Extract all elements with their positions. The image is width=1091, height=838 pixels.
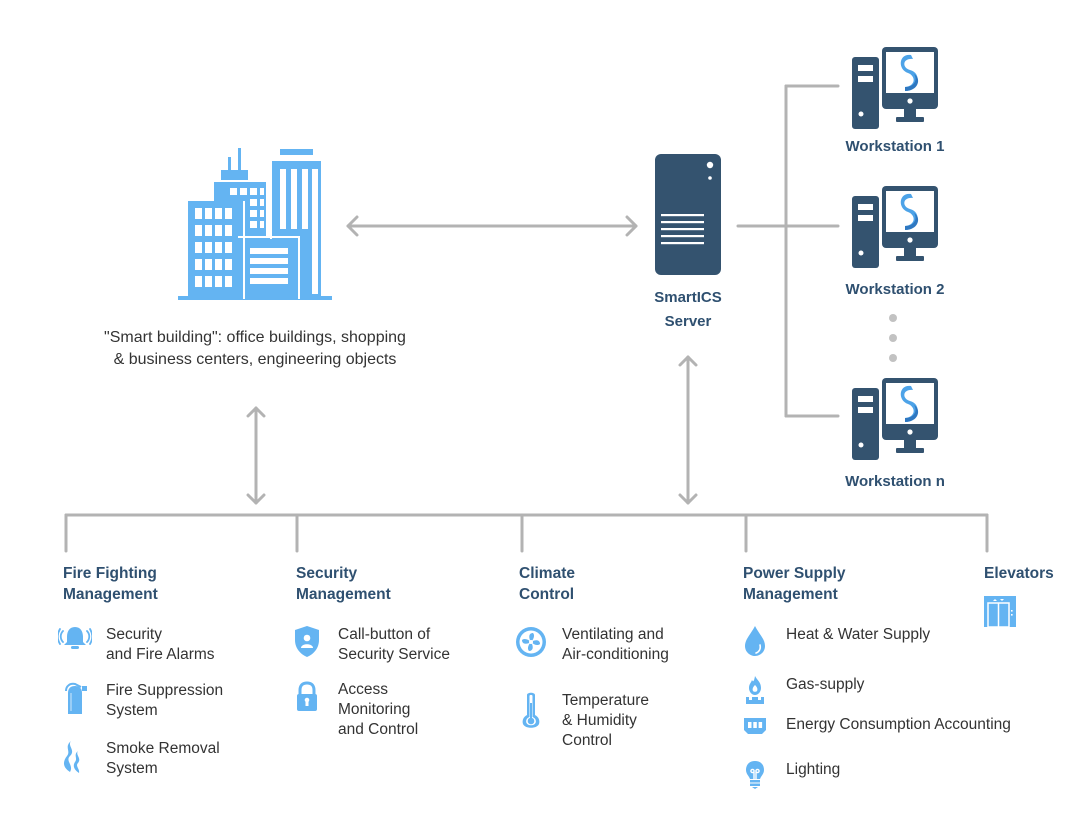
category-title-line2: Management <box>63 586 158 603</box>
workstation-1-label: Workstation 1 <box>845 138 945 155</box>
item-energy-consumption[interactable]: Energy Consumption Accounting <box>738 715 1011 749</box>
category-title-line2: Management <box>296 586 391 603</box>
elevator-icon[interactable] <box>984 596 1016 628</box>
item-heat-water-supply[interactable]: Heat & Water Supply <box>738 625 930 659</box>
water-drop-icon <box>738 625 772 659</box>
arrowhead-down <box>678 493 698 505</box>
category-title-line1: Power Supply <box>743 565 846 582</box>
item-label: Smoke Removal System <box>106 740 220 777</box>
item-label: Energy Consumption Accounting <box>786 716 1011 733</box>
item-access-control[interactable]: Access Monitoring and Control <box>290 680 418 740</box>
arrowhead-left <box>346 215 359 237</box>
item-fire-suppression[interactable]: Fire Suppression System <box>58 681 223 721</box>
item-label: Ventilating and Air-conditioning <box>562 626 669 663</box>
fire-extinguisher-icon <box>58 681 92 715</box>
item-label: Heat & Water Supply <box>786 626 931 643</box>
category-climate-title: Climate Control <box>519 563 575 605</box>
building-caption-line2: & business centers, engineering objects <box>113 351 397 368</box>
smoke-icon <box>58 739 92 773</box>
server-label: SmartICS Server <box>628 286 748 334</box>
office-buildings-icon <box>176 144 332 304</box>
ellipsis-dots <box>889 314 897 362</box>
item-lighting[interactable]: Lighting <box>738 760 840 794</box>
workstation-n-label: Workstation n <box>845 473 945 490</box>
energy-meter-icon <box>738 715 772 749</box>
item-smoke-removal[interactable]: Smoke Removal System <box>58 739 220 779</box>
item-label: Call-button of Security Service <box>338 626 450 663</box>
fan-icon <box>514 625 548 659</box>
workstation-2-icon[interactable] <box>852 186 938 268</box>
building-caption-line1: "Smart building": office buildings, shop… <box>104 329 406 346</box>
category-fire-fighting-title: Fire Fighting Management <box>63 563 158 605</box>
light-bulb-icon <box>738 760 772 794</box>
item-security-fire-alarms[interactable]: Security and Fire Alarms <box>58 625 215 665</box>
workstation-1-icon[interactable] <box>852 47 938 129</box>
building-caption: "Smart building": office buildings, shop… <box>70 327 440 371</box>
server-label-line2: Server <box>664 313 712 330</box>
category-title-line2: Control <box>519 586 575 603</box>
item-label: Gas-supply <box>786 676 865 693</box>
padlock-icon <box>290 680 324 714</box>
alarm-bell-icon <box>58 625 92 659</box>
category-title-line1: Climate <box>519 565 575 582</box>
category-power-supply-title: Power Supply Management <box>743 563 846 605</box>
security-shield-user-icon <box>290 625 324 659</box>
gas-burner-icon <box>738 675 772 709</box>
arrowhead-up <box>246 406 266 418</box>
category-title-line2: Management <box>743 586 838 603</box>
item-label: Security and Fire Alarms <box>106 626 215 663</box>
item-label: Temperature & Humidity Control <box>562 692 650 749</box>
item-ventilation[interactable]: Ventilating and Air-conditioning <box>514 625 669 665</box>
arrowhead-up <box>678 355 698 367</box>
category-title-line1: Security <box>296 565 358 582</box>
workstation-n-icon[interactable] <box>852 378 938 460</box>
category-title-line1: Elevators <box>984 565 1054 582</box>
arrowhead-down <box>246 493 266 505</box>
item-temperature-humidity[interactable]: Temperature & Humidity Control <box>514 691 649 751</box>
item-label: Access Monitoring and Control <box>338 681 419 738</box>
category-security-title: Security Management <box>296 563 391 605</box>
workstation-2-label: Workstation 2 <box>845 281 945 298</box>
item-security-call-button[interactable]: Call-button of Security Service <box>290 625 450 665</box>
arrowhead-right <box>625 215 638 237</box>
category-elevators-title: Elevators <box>984 563 1054 584</box>
thermometer-icon <box>514 691 548 728</box>
item-gas-supply[interactable]: Gas-supply <box>738 675 864 709</box>
category-title-line1: Fire Fighting <box>63 565 157 582</box>
server-label-line1: SmartICS <box>654 289 722 306</box>
item-label: Lighting <box>786 761 841 778</box>
item-label: Fire Suppression System <box>106 682 224 719</box>
server-tower-icon[interactable] <box>655 154 721 276</box>
